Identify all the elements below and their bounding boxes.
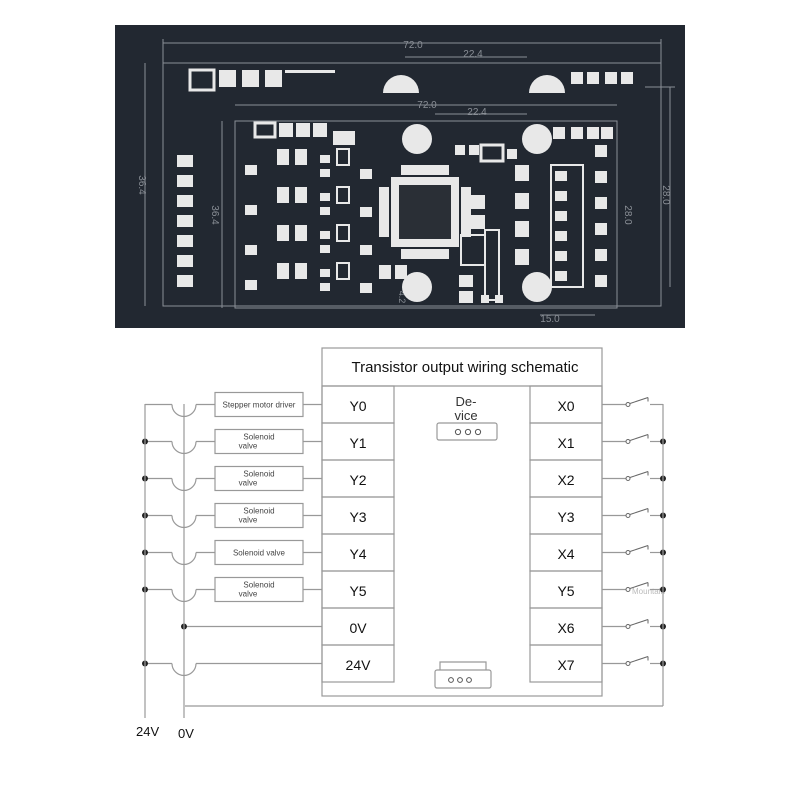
load-label-line1: Solenoid <box>243 507 274 516</box>
inner-mid-label: 22.4 <box>467 107 487 118</box>
schematic-title: Transistor output wiring schematic <box>351 359 579 376</box>
inner-right-height-label: 28.0 <box>622 205 633 225</box>
right-terminal-label: X1 <box>557 435 574 451</box>
left-terminal-label: Y2 <box>349 472 366 488</box>
mounting-holes <box>383 75 565 302</box>
inner-board-outline <box>221 104 618 316</box>
right-side-components <box>379 127 613 303</box>
inner-height-label: 36.4 <box>209 205 220 225</box>
load-label-line2: valve <box>239 590 258 599</box>
input-switch-1 <box>602 434 666 445</box>
wiring-schematic: Transistor output wiring schematic De- v… <box>136 347 666 741</box>
load-circuit-4: Solenoid valve <box>142 539 322 566</box>
inner-bottom-label: 15.0 <box>540 314 560 325</box>
right-terminal-label: X4 <box>557 546 574 562</box>
input-switch-2 <box>602 471 666 482</box>
left-terminal-y1: Y1 <box>321 422 395 461</box>
right-terminal-label: X7 <box>557 657 574 673</box>
left-terminal-label: 24V <box>346 657 372 673</box>
pcb-board-diagram: 72.0 22.4 36.4 28.0 72.0 22.4 36.4 28.0 … <box>115 25 685 328</box>
load-box <box>214 391 304 418</box>
left-terminal-y5: Y5 <box>321 570 395 609</box>
load-label-line2: valve <box>239 479 258 488</box>
left-terminal-0v: 0V <box>321 607 395 646</box>
left-terminal-label: Y3 <box>349 509 366 525</box>
load-label-line1: Solenoid <box>243 433 274 442</box>
outer-height-label: 36.4 <box>136 175 147 195</box>
load-label-line1: Solenoid <box>243 470 274 479</box>
load-label: Stepper motor driver <box>223 401 296 410</box>
input-switch-0 <box>602 397 663 407</box>
hole-label: 4.2 <box>397 291 407 304</box>
left-terminal-24v: 24V <box>321 644 395 683</box>
input-switch-7 <box>602 656 666 667</box>
input-switch-3 <box>602 508 666 519</box>
right-terminal-x0: X0 <box>529 385 603 424</box>
left-terminal-label: Y0 <box>349 398 366 414</box>
input-switch-wiring <box>602 397 666 667</box>
right-terminal-label: X6 <box>557 620 574 636</box>
watermark-text: Mountain <box>632 587 665 596</box>
load-box <box>214 539 304 566</box>
input-switch-4 <box>602 545 666 556</box>
load-label-line1: Solenoid <box>243 581 274 590</box>
outer-board-outline <box>144 39 675 307</box>
device-label-line2: vice <box>454 408 477 423</box>
right-terminal-label: Y5 <box>557 583 574 599</box>
device-connector-dots <box>448 428 482 683</box>
inner-width-label: 72.0 <box>417 100 437 111</box>
load-label-line2: valve <box>239 516 258 525</box>
input-switch-5 <box>602 582 666 593</box>
bus-label-24v: 24V <box>136 724 159 739</box>
left-terminal-y4: Y4 <box>321 533 395 572</box>
zero-volt-wire <box>181 623 322 630</box>
load-label-line2: valve <box>239 442 258 451</box>
outer-mid-label: 22.4 <box>463 49 483 60</box>
load-box <box>214 428 304 455</box>
right-terminal-x4: X4 <box>529 533 603 572</box>
left-terminal-y2: Y2 <box>321 459 395 498</box>
left-terminal-y3: Y3 <box>321 496 395 535</box>
right-terminal-y5: Y5 <box>529 570 603 609</box>
right-terminal-x7: X7 <box>529 644 603 683</box>
power-buses <box>144 404 664 718</box>
load-box <box>214 465 304 492</box>
right-terminal-label: Y3 <box>557 509 574 525</box>
top-connector-pads <box>188 68 633 145</box>
right-terminal-label: X2 <box>557 472 574 488</box>
load-label: Solenoid valve <box>233 549 286 558</box>
left-edge-pads <box>177 155 257 290</box>
bus-label-0v: 0V <box>178 726 194 741</box>
transistor-rows <box>277 148 372 293</box>
right-terminal-x6: X6 <box>529 607 603 646</box>
right-terminal-x2: X2 <box>529 459 603 498</box>
outer-width-label: 72.0 <box>403 40 423 51</box>
left-terminal-label: 0V <box>349 620 367 636</box>
outer-right-height-label: 28.0 <box>660 185 671 205</box>
left-terminal-y0: Y0 <box>321 385 395 424</box>
left-terminal-label: Y1 <box>349 435 366 451</box>
input-switch-6 <box>602 619 666 630</box>
load-wiring: Stepper motor driverSolenoidvalveSolenoi… <box>142 391 322 677</box>
load-circuit-0: Stepper motor driver <box>145 391 322 418</box>
central-ic-chip <box>379 165 471 259</box>
left-terminal-label: Y4 <box>349 546 366 562</box>
left-terminal-label: Y5 <box>349 583 366 599</box>
right-terminal-x1: X1 <box>529 422 603 461</box>
device-label-line1: De- <box>456 394 477 409</box>
right-terminal-label: X0 <box>557 398 574 414</box>
twentyfour-volt-wire <box>142 660 322 677</box>
right-terminal-y3: Y3 <box>529 496 603 535</box>
